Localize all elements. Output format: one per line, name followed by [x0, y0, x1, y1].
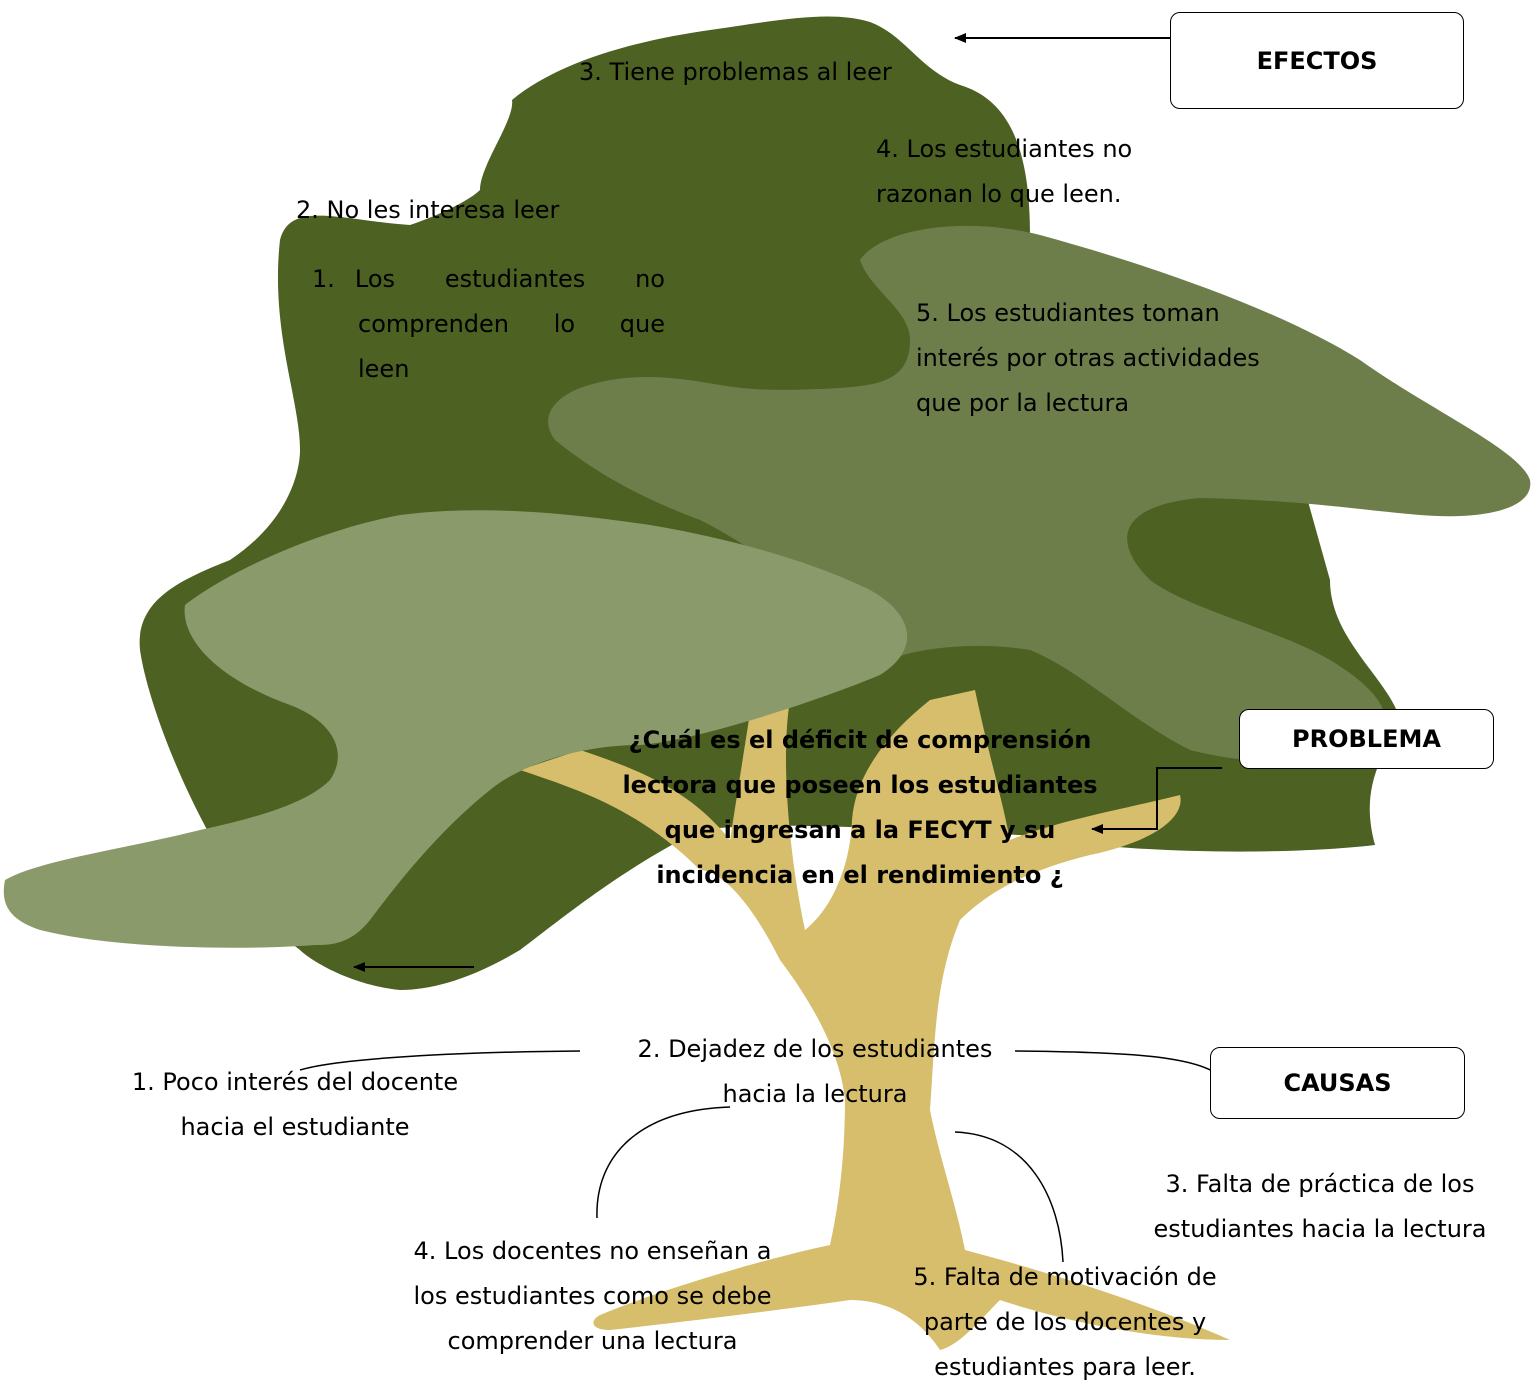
connector-causes-box	[1014, 1050, 1223, 1079]
cause-2: 2. Dejadez de los estudiantes hacia la l…	[600, 1027, 1030, 1117]
effect-5-line1: 5. Los estudiantes toman	[916, 299, 1220, 327]
effect-1-word2: estudiantes	[444, 265, 586, 293]
effect-1-line3: leen	[358, 355, 410, 383]
cause-4-line3: comprender una lectura	[447, 1327, 738, 1355]
problem-label-box: PROBLEMA	[1239, 709, 1494, 769]
effect-1-word1: Los	[354, 265, 396, 293]
cause-4-line1: 4. Los docentes no enseñan a	[413, 1237, 772, 1265]
causes-label: CAUSAS	[1283, 1069, 1392, 1097]
mid-foliage	[548, 225, 1531, 763]
effects-label-box: EFECTOS	[1170, 12, 1464, 109]
cause-3: 3. Falta de práctica de los estudiantes …	[1130, 1162, 1510, 1252]
causes-label-box: CAUSAS	[1210, 1047, 1465, 1119]
cause-1: 1. Poco interés del docente hacia el est…	[100, 1060, 490, 1150]
cause-3-line1: 3. Falta de práctica de los	[1165, 1170, 1475, 1198]
effect-1-line1: 1. Los estudiantes no	[312, 257, 665, 302]
effect-1-word5: lo	[553, 310, 576, 338]
cause-1-line2: hacia el estudiante	[180, 1113, 410, 1141]
effect-5: 5. Los estudiantes toman interés por otr…	[916, 291, 1260, 426]
problem-line1: ¿Cuál es el déficit de comprensión	[628, 726, 1092, 754]
effect-5-line3: que por la lectura	[916, 389, 1130, 417]
effect-1-word6: que	[619, 310, 665, 338]
cause-5-line3: estudiantes para leer.	[934, 1353, 1196, 1381]
problem-arrow	[1091, 767, 1222, 834]
cause-1-line1: 1. Poco interés del docente	[131, 1068, 459, 1096]
effect-4: 4. Los estudiantes no razonan lo que lee…	[876, 127, 1132, 217]
tree-trunk	[520, 690, 1230, 1350]
effect-1-number: 1.	[312, 265, 335, 293]
cause-5-line2: parte de los docentes y	[923, 1308, 1207, 1336]
effect-1-word4: comprenden	[358, 310, 510, 338]
effect-5-line2: interés por otras actividades	[916, 344, 1260, 372]
cause-5-line1: 5. Falta de motivación de	[913, 1263, 1217, 1291]
effect-1-word3: no	[635, 265, 665, 293]
connector-cause4	[596, 1106, 731, 1219]
connector-cause5	[954, 1131, 1064, 1263]
effect-1-line2: comprenden lo que	[312, 302, 665, 347]
cause-4-line2: los estudiantes como se debe	[413, 1282, 772, 1310]
effect-1: 1. Los estudiantes no comprenden lo que …	[312, 257, 665, 392]
cause-2-line2: hacia la lectura	[722, 1080, 908, 1108]
problem-line3: que ingresan a la FECYT y su	[664, 816, 1056, 844]
problem-question: ¿Cuál es el déficit de comprensión lecto…	[610, 718, 1110, 898]
effects-label: EFECTOS	[1256, 46, 1378, 75]
effect-4-line1: 4. Los estudiantes no	[876, 135, 1133, 163]
problem-line4: incidencia en el rendimiento ¿	[656, 861, 1064, 889]
cause-3-line2: estudiantes hacia la lectura	[1153, 1215, 1487, 1243]
problem-label: PROBLEMA	[1292, 725, 1441, 753]
problem-line2: lectora que poseen los estudiantes	[622, 771, 1098, 799]
cause-2-line1: 2. Dejadez de los estudiantes	[637, 1035, 993, 1063]
cause-4: 4. Los docentes no enseñan a los estudia…	[385, 1229, 800, 1364]
effect-3: 3. Tiene problemas al leer	[579, 58, 892, 86]
light-foliage	[3, 510, 908, 948]
connector-cause1	[299, 1050, 581, 1071]
effect-2: 2. No les interesa leer	[296, 196, 560, 224]
cause-5: 5. Falta de motivación de parte de los d…	[880, 1255, 1250, 1390]
effect-4-line2: razonan lo que leen.	[876, 180, 1122, 208]
